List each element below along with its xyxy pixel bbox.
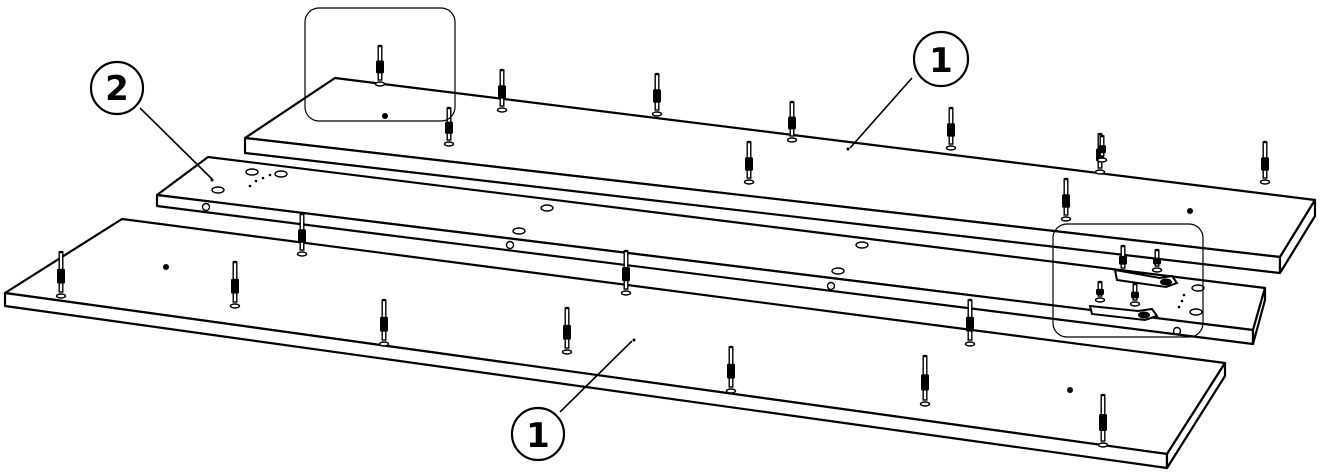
dowel-pin [1097,393,1109,448]
dowel-pin [1060,177,1072,222]
callout-label-top: 1 [929,41,953,81]
dowel-pin [651,72,663,117]
callout-top-board: 1 [849,30,970,149]
dowel-pin [919,354,931,407]
dowel-pin [964,298,976,347]
dowel-pin [725,345,737,394]
dowel-pin [945,106,957,151]
dowel-pin [443,106,455,147]
callout-label-bottom: 1 [526,416,550,456]
dowel-pin [378,298,390,347]
callout-bottom-board: 1 [510,340,633,462]
cam-holes-left [211,168,288,194]
dowel-pin [55,250,67,299]
callout-middle-panel: 2 [89,60,213,180]
callout-label-middle: 2 [105,69,129,109]
bottom-board [3,217,1227,470]
detail-frame-dowel [304,7,456,122]
cam-lock-lower [1088,304,1159,322]
dowel-pin [561,306,573,355]
dowel-pin [786,100,798,143]
dowel-pin [1094,280,1106,303]
cam-lock-upper [1113,268,1179,289]
dowel-pin [296,212,308,257]
dowel-pin [374,44,386,87]
dowel-pin [1259,140,1271,185]
dowel-pin [229,260,241,309]
dowel-pin [620,249,632,296]
detail-frame-cam-lock [1052,223,1204,338]
middle-panel [155,155,1267,346]
dowel-pin [1129,282,1141,307]
dowel-pins [55,44,1271,448]
dowel-pin [1096,134,1108,163]
dowel-pin [743,140,755,185]
dowel-pin [496,68,508,113]
dowel-pin [1151,248,1163,273]
